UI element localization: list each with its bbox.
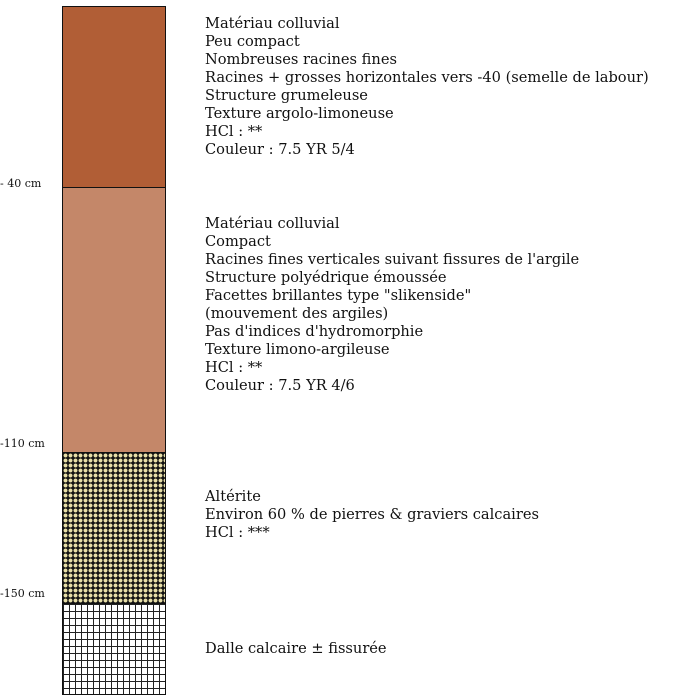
horizon-1-layer: [62, 6, 166, 188]
horizon-1-description: Matériau colluvial Peu compact Nombreuse…: [205, 15, 649, 159]
horizon-4-limestone-layer: [62, 603, 166, 695]
description-line: HCl : **: [205, 123, 263, 140]
description-line: Racines + grosses horizontales vers -40 …: [205, 69, 649, 86]
description-line: Environ 60 % de pierres & graviers calca…: [205, 506, 539, 523]
depth-label-40: - 40 cm: [0, 177, 42, 190]
soil-profile-column: [62, 6, 166, 695]
horizon-3-gravel-layer: [62, 452, 166, 604]
description-line: Peu compact: [205, 33, 300, 50]
depth-label-110: -110 cm: [0, 437, 45, 450]
description-line: Pas d'indices d'hydromorphie: [205, 323, 424, 340]
description-line: Nombreuses racines fines: [205, 51, 397, 68]
horizon-3-description: Altérite Environ 60 % de pierres & gravi…: [205, 488, 539, 542]
description-line: Racines fines verticales suivant fissure…: [205, 251, 580, 268]
description-line: Structure grumeleuse: [205, 87, 368, 104]
description-line: Texture argolo-limoneuse: [205, 105, 394, 122]
description-line: Dalle calcaire ± fissurée: [205, 640, 387, 657]
description-line: Compact: [205, 233, 271, 250]
description-line: Texture limono-argileuse: [205, 341, 390, 358]
depth-label-150: -150 cm: [0, 587, 45, 600]
description-line: HCl : ***: [205, 524, 270, 541]
description-line: HCl : **: [205, 359, 263, 376]
description-line: Facettes brillantes type "slikenside": [205, 287, 472, 304]
description-line: Couleur : 7.5 YR 4/6: [205, 377, 355, 394]
horizon-2-description: Matériau colluvial Compact Racines fines…: [205, 215, 579, 395]
description-line: Altérite: [205, 488, 261, 505]
horizon-2-layer: [62, 187, 166, 453]
description-line: (mouvement des argiles): [205, 305, 389, 322]
horizon-4-description: Dalle calcaire ± fissurée: [205, 640, 387, 658]
description-line: Couleur : 7.5 YR 5/4: [205, 141, 355, 158]
description-line: Matériau colluvial: [205, 215, 340, 232]
description-line: Matériau colluvial: [205, 15, 340, 32]
description-line: Structure polyédrique émoussée: [205, 269, 447, 286]
